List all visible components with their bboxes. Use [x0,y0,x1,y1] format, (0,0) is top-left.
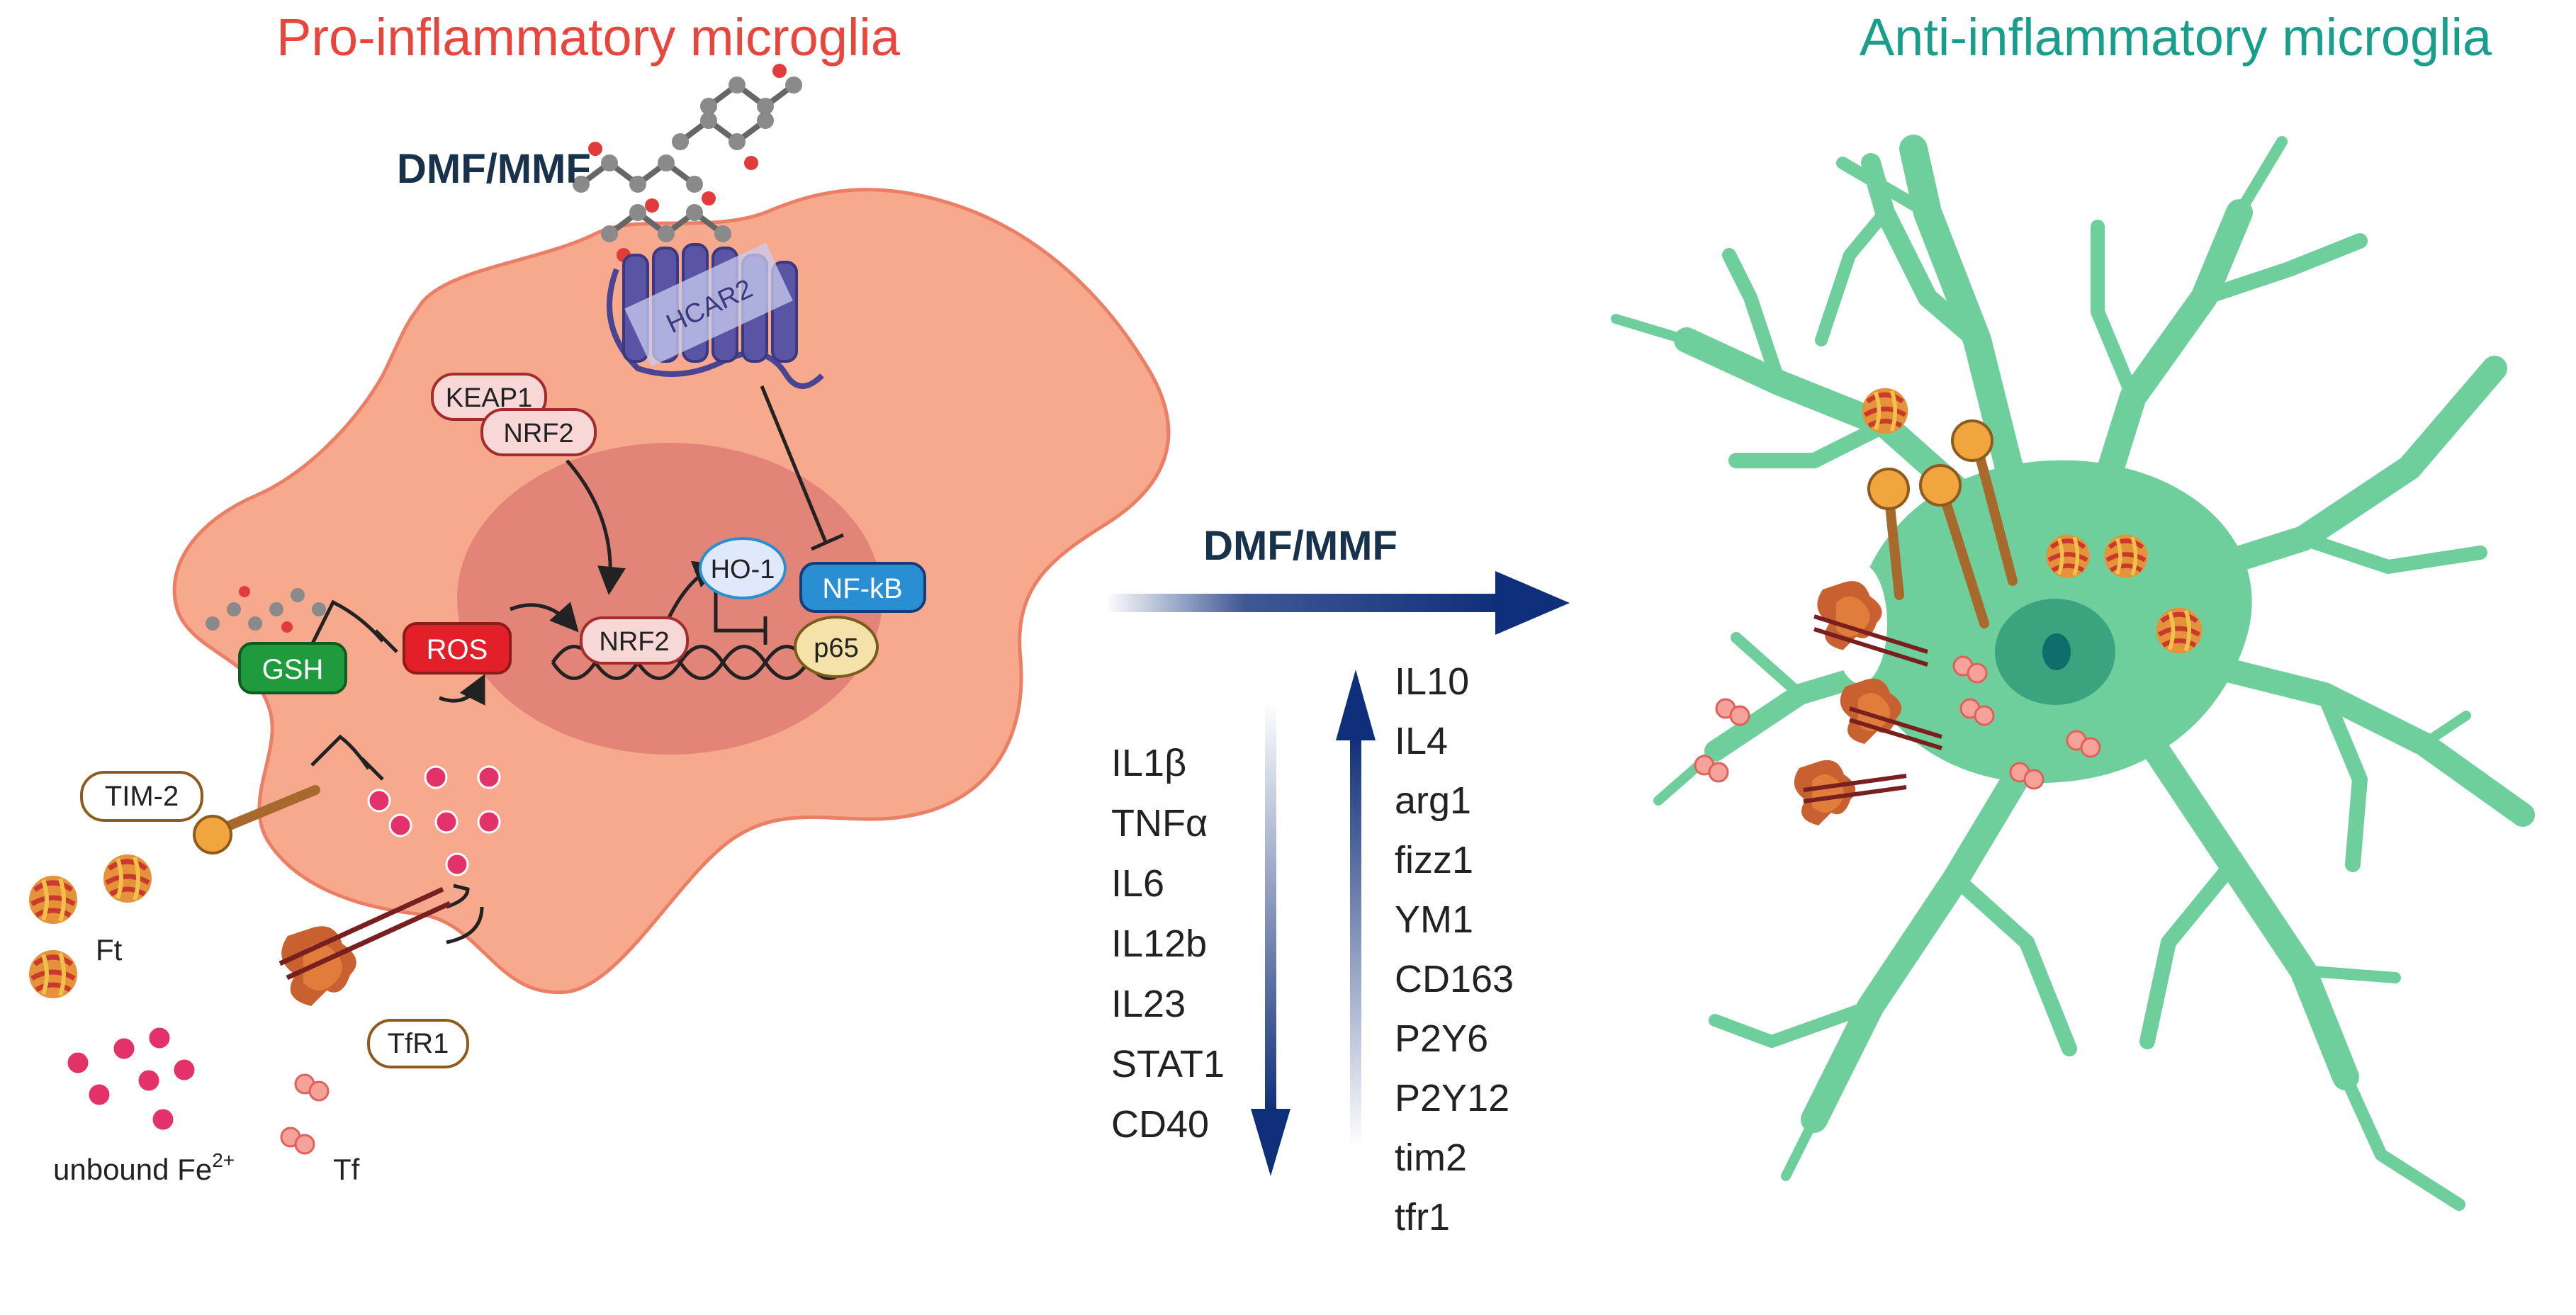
anti-inflammatory-cell [1611,135,2535,1211]
right-cell-transferrin [1694,655,2101,790]
upregulated-7: P2Y12 [1395,1077,1509,1119]
svg-text:NRF2: NRF2 [503,419,573,448]
svg-text:Ft: Ft [96,933,123,966]
svg-text:p65: p65 [814,633,858,663]
hcar2-receptor[interactable]: HCAR2 [607,242,824,389]
downregulated-5: STAT1 [1111,1043,1225,1085]
nrf2-cytoplasm-protein: NRF2 [480,408,597,456]
downregulated-6: CD40 [1111,1103,1209,1146]
dmf-molecules-icon [573,64,802,262]
fe-ions-intracellular [367,765,501,876]
fe-ions-legend [65,1025,197,1132]
ferritin-legend: Ft [29,854,152,998]
hcar2-inhibits-nfkb [760,385,845,551]
ros-molecule: ROS [403,622,512,675]
right-cell-tim2-receptors [1867,419,2018,628]
transferrin-legend [280,1073,330,1155]
downregulated-0: IL1β [1111,742,1186,784]
upregulated-5: CD163 [1395,958,1514,1000]
svg-text:GSH: GSH [262,654,324,685]
ho1-protein: HO-1 [699,537,787,599]
upregulated-3: fizz1 [1395,839,1473,881]
svg-text:TIM-2: TIM-2 [105,781,179,812]
upregulated-0: IL10 [1395,660,1469,703]
tf-label: Tf [333,1153,360,1186]
svg-text:ROS: ROS [427,634,488,665]
tim2-receptor[interactable]: TIM-2 [80,771,320,854]
right-cell-tfr1-receptors [1794,581,1942,825]
svg-text:TfR1: TfR1 [388,1028,449,1059]
upregulated-1: IL4 [1395,720,1448,762]
nfkb-protein: NF-kB [799,562,926,613]
upregulated-6: P2Y6 [1395,1017,1488,1060]
downregulation-arrow [1251,701,1290,1176]
upregulated-2: arg1 [1395,779,1471,822]
pathway-arrows [310,459,767,944]
svg-text:NF-kB: NF-kB [822,573,902,604]
nucleus [457,443,882,755]
upregulated-9: tfr1 [1395,1196,1450,1238]
pro-inflammatory-cell [172,188,1171,995]
downregulated-3: IL12b [1111,922,1207,965]
p65-protein: p65 [794,616,879,678]
pro-inflammatory-title: Pro-inflammatory microglia [276,8,901,67]
dmf-mmf-label: DMF/MMF [397,146,591,192]
dmf-mmf-arrow-label: DMF/MMF [1203,523,1397,569]
tfr1-receptor[interactable]: TfR1 [279,886,469,1068]
anti-inflammatory-title: Anti-inflammatory microglia [1860,8,2492,67]
downregulated-1: TNFα [1111,802,1208,845]
unbound-fe-label: unbound Fe2+ [53,1149,235,1186]
gsh-molecule-icon [206,586,326,633]
svg-text:HO-1: HO-1 [711,555,775,585]
gsh-molecule: GSH [238,642,347,694]
dmf-treatment-arrow [1106,571,1570,635]
upregulation-arrow [1336,670,1376,1148]
upregulated-4: YM1 [1395,898,1473,941]
downregulated-2: IL6 [1111,862,1164,905]
svg-text:NRF2: NRF2 [599,627,669,657]
downregulated-4: IL23 [1111,983,1186,1025]
upregulated-8: tim2 [1395,1136,1467,1179]
nrf2-nucleus-protein: NRF2 [580,616,689,665]
